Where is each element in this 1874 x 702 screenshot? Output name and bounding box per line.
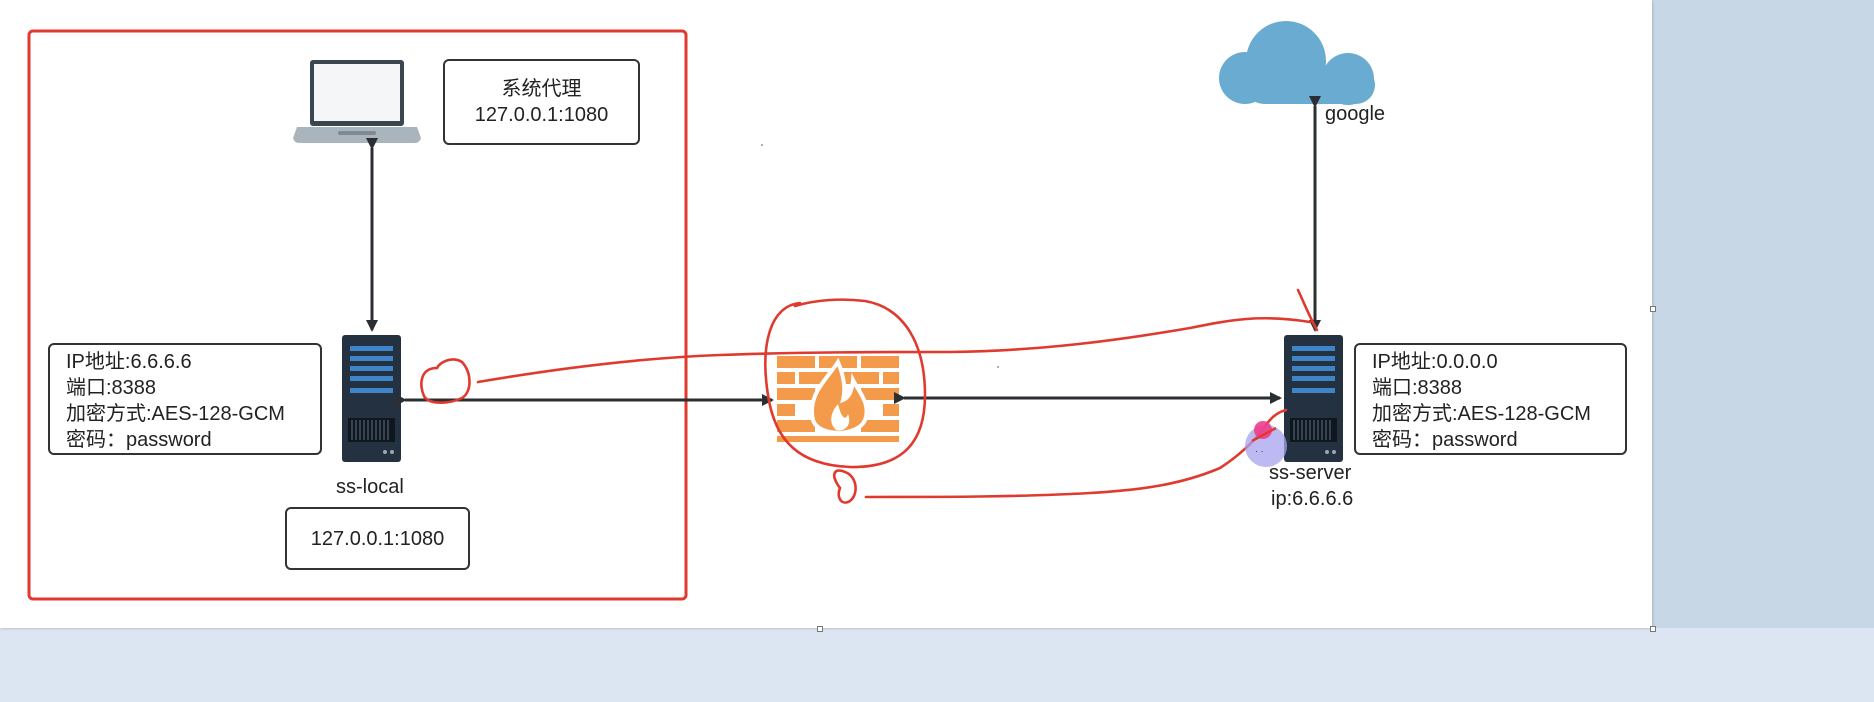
server-password-line: 密码：password: [1372, 429, 1518, 451]
local-password-line: 密码：password: [66, 429, 212, 451]
svg-text:· ·: · ·: [1255, 446, 1264, 456]
local-zone-boundary: [27, 29, 688, 601]
local-info-box[interactable]: IP地址:6.6.6.6 端口:8388 加密方式:AES-128-GCM 密码…: [48, 343, 322, 455]
cloud-icon: [1219, 21, 1375, 105]
system-proxy-address: 127.0.0.1:1080: [474, 104, 609, 126]
canvas-dot: [997, 366, 999, 368]
ss-server-label: ss-server: [1269, 462, 1352, 484]
google-label: google: [1325, 103, 1386, 125]
server-icon: [342, 335, 401, 462]
local-port-line: 端口:8388: [66, 377, 157, 399]
server-cipher-line: 加密方式:AES-128-GCM: [1372, 403, 1591, 425]
system-proxy-title: 系统代理: [501, 78, 582, 100]
ss-server-ip-label: ip:6.6.6.6: [1271, 488, 1354, 510]
firewall-icon: [777, 356, 899, 442]
server-port-line: 端口:8388: [1372, 377, 1463, 399]
server-icon: [1284, 335, 1343, 462]
system-proxy-box[interactable]: 系统代理 127.0.0.1:1080: [443, 59, 640, 145]
server-ip-line: IP地址:0.0.0.0: [1372, 351, 1498, 373]
canvas-resize-handle[interactable]: [1650, 306, 1656, 312]
local-address-box[interactable]: 127.0.0.1:1080: [285, 507, 470, 570]
diagram-canvas[interactable]: [0, 0, 1652, 628]
laptop-icon: [293, 60, 421, 143]
local-address-text: 127.0.0.1:1080: [310, 528, 445, 550]
local-cipher-line: 加密方式:AES-128-GCM: [66, 403, 285, 425]
canvas-dot: [761, 144, 763, 146]
cursor-marker: · ·: [1245, 421, 1287, 467]
local-ip-line: IP地址:6.6.6.6: [66, 351, 192, 373]
server-info-box[interactable]: IP地址:0.0.0.0 端口:8388 加密方式:AES-128-GCM 密码…: [1354, 343, 1627, 455]
outside-canvas-area: [1652, 0, 1874, 628]
canvas-resize-handle[interactable]: [1650, 626, 1656, 632]
canvas-resize-handle[interactable]: [817, 626, 823, 632]
ss-local-label: ss-local: [336, 476, 404, 498]
